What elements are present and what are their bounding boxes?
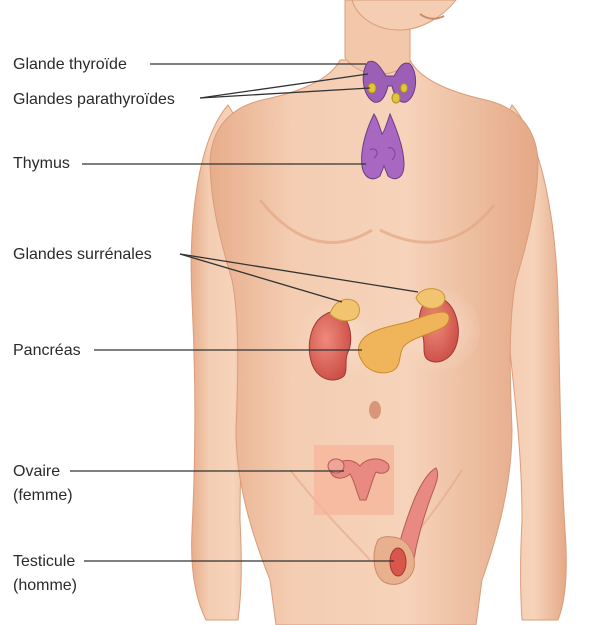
leader-parathyroid-2 — [199, 87, 371, 99]
label-thymus: Thymus — [13, 155, 70, 172]
leader-adrenal-2 — [179, 253, 419, 293]
right-adrenal — [415, 288, 446, 309]
leader-lines — [70, 63, 419, 562]
pancreas — [357, 311, 450, 374]
label-testis-sex: (homme) — [13, 577, 78, 594]
label-adrenals: Glandes surrénales — [13, 246, 152, 263]
label-pancreas: Pancréas — [13, 342, 81, 359]
label-ovary-sex: (femme) — [13, 487, 73, 504]
leader-adrenal-1 — [179, 253, 343, 303]
label-ovary: Ovaire — [13, 463, 61, 480]
left-adrenal — [329, 298, 360, 322]
testis — [373, 467, 439, 585]
label-thyroid: Glande thyroïde — [13, 56, 127, 73]
ovary-inset — [314, 445, 394, 515]
label-testis: Testicule — [13, 553, 76, 570]
label-parathyroids: Glandes parathyroïdes — [13, 91, 175, 108]
chin — [351, 0, 457, 31]
leader-parathyroid-1 — [199, 73, 369, 99]
thymus-gland — [361, 112, 405, 180]
